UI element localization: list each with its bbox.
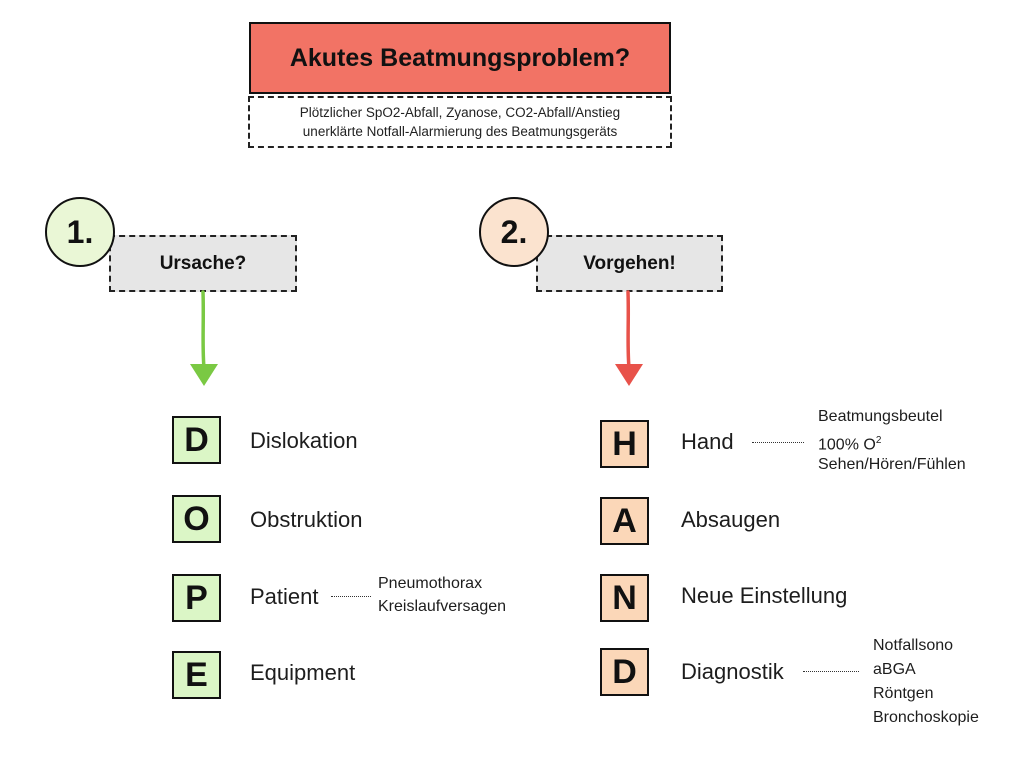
patient-detail-1: Pneumothorax: [378, 575, 483, 592]
letter-e-box: E: [172, 651, 221, 699]
letter-o: O: [183, 499, 210, 538]
diagnostik-detail-4: Bronchoskopie: [873, 709, 979, 726]
letter-h-box: H: [600, 420, 649, 468]
diagnostik-detail-3: Röntgen: [873, 685, 934, 702]
letter-n: N: [612, 578, 637, 617]
label-equipment: Equipment: [250, 660, 356, 685]
hand-connector: [752, 442, 804, 443]
label-obstruktion: Obstruktion: [250, 507, 363, 532]
letter-p: P: [185, 578, 208, 617]
label-neue-einstellung: Neue Einstellung: [681, 583, 848, 608]
step-2-number: 2.: [500, 213, 528, 250]
title-text: Akutes Beatmungsproblem?: [289, 43, 631, 72]
green-arrow-icon: [190, 290, 218, 386]
letter-d-box: D: [172, 416, 221, 464]
letter-h: H: [612, 424, 637, 463]
patient-connector: [331, 596, 371, 597]
label-diagnostik: Diagnostik: [681, 659, 784, 684]
patient-detail-2: Kreislaufversagen: [378, 598, 507, 615]
letter-e: E: [185, 655, 208, 694]
question-box-vorgehen: Vorgehen!: [536, 235, 723, 292]
label-patient: Patient: [250, 584, 319, 609]
label-dislokation: Dislokation: [250, 428, 358, 453]
step-1-circle: 1.: [45, 197, 115, 267]
diagnostik-detail-2: aBGA: [873, 661, 916, 678]
diagnostik-detail-1: Notfallsono: [873, 637, 954, 654]
hand-detail-2: 100% O2: [818, 435, 882, 454]
question-box-ursache: Ursache?: [109, 235, 297, 292]
letter-p-box: P: [172, 574, 221, 622]
red-arrow-icon: [615, 290, 643, 386]
letter-o-box: O: [172, 495, 221, 543]
letter-d2: D: [612, 652, 637, 691]
label-hand: Hand: [681, 429, 734, 454]
subtitle-line-2: unerklärte Notfall-Alarmierung des Beatm…: [302, 124, 618, 139]
letter-d2-box: D: [600, 648, 649, 696]
letter-d: D: [184, 420, 209, 459]
letter-a-box: A: [600, 497, 649, 545]
letter-n-box: N: [600, 574, 649, 622]
subtitle-box: Plötzlicher SpO2-Abfall, Zyanose, CO2-Ab…: [248, 96, 672, 148]
question-vorgehen-text: Vorgehen!: [583, 252, 676, 274]
label-absaugen: Absaugen: [681, 507, 781, 532]
hand-detail-1: Beatmungsbeutel: [818, 408, 943, 425]
diagnostik-connector: [803, 671, 859, 672]
question-ursache-text: Ursache?: [159, 252, 247, 274]
step-2-circle: 2.: [479, 197, 549, 267]
hand-detail-3: Sehen/Hören/Fühlen: [818, 456, 966, 473]
title-box: Akutes Beatmungsproblem?: [249, 22, 671, 94]
subtitle-line-1: Plötzlicher SpO2-Abfall, Zyanose, CO2-Ab…: [299, 105, 621, 120]
letter-a: A: [612, 501, 637, 540]
step-1-number: 1.: [66, 213, 94, 250]
